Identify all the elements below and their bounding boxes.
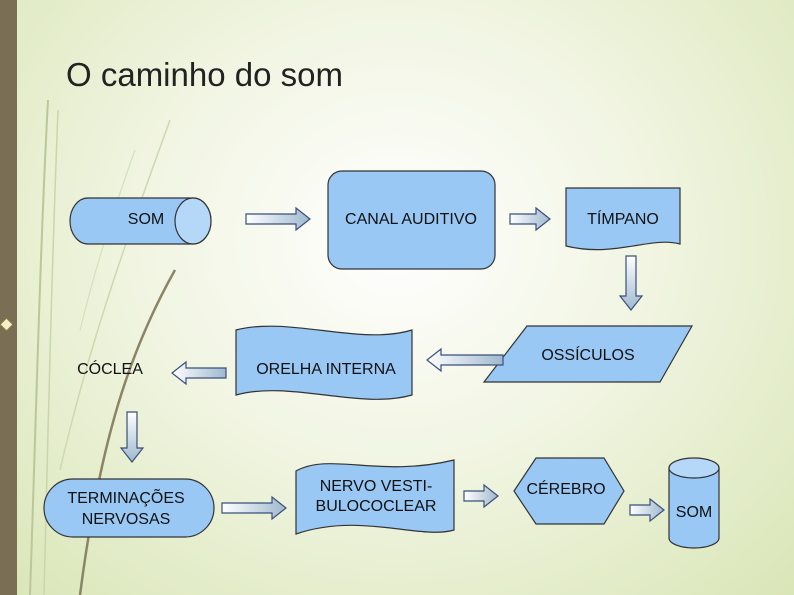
arrow-coclea-to-terminacoes (119, 411, 145, 463)
edge-diamond-marker (0, 317, 14, 332)
arrow-orelha-to-coclea (171, 360, 227, 386)
node-som-start-label: SOM (128, 211, 164, 228)
arrow-cerebro-to-som (629, 497, 665, 523)
node-nervo-vestibulococlear: NERVO VESTI- BULOCOCLEAR (295, 459, 455, 535)
arrow-canal-to-timpano (509, 206, 551, 232)
node-timpano-label: TÍMPANO (587, 209, 659, 228)
node-cerebro: CÉREBRO (513, 457, 625, 525)
node-cerebro-label: CÉREBRO (526, 479, 605, 498)
arrow-timpano-to-ossiculos (618, 255, 644, 311)
node-canal-auditivo: CANAL AUDITIVO (327, 170, 496, 270)
node-som-end-label: SOM (676, 504, 712, 521)
node-nervo-label-2: BULOCOCLEAR (316, 498, 437, 515)
arrow-terminacoes-to-nervo (221, 495, 287, 521)
node-som-end: SOM (668, 457, 720, 549)
node-terminacoes-nervosas: TERMINAÇÕES NERVOSAS (43, 478, 215, 538)
node-nervo-label-1: NERVO VESTI- (320, 478, 433, 495)
arrow-ossiculos-to-orelha (426, 347, 504, 373)
node-terminacoes-label-1: TERMINAÇÕES (67, 487, 184, 507)
arrow-nervo-to-cerebro (463, 483, 499, 509)
node-canal-auditivo-label: CANAL AUDITIVO (345, 211, 477, 228)
node-ossiculos-label: OSSÍCULOS (541, 345, 634, 364)
left-accent-bar (0, 0, 17, 595)
node-som-start: SOM (69, 197, 212, 245)
node-orelha-interna: ORELHA INTERNA (235, 325, 413, 400)
node-timpano: TÍMPANO (565, 187, 681, 251)
arrow-som-to-canal (245, 206, 311, 232)
node-coclea-label: CÓCLEA (77, 359, 143, 378)
node-coclea: CÓCLEA (77, 359, 143, 378)
page-title: O caminho do som (66, 56, 343, 93)
node-terminacoes-label-2: NERVOSAS (82, 511, 171, 528)
node-orelha-interna-label: ORELHA INTERNA (256, 361, 396, 378)
node-ossiculos: OSSÍCULOS (482, 325, 694, 383)
